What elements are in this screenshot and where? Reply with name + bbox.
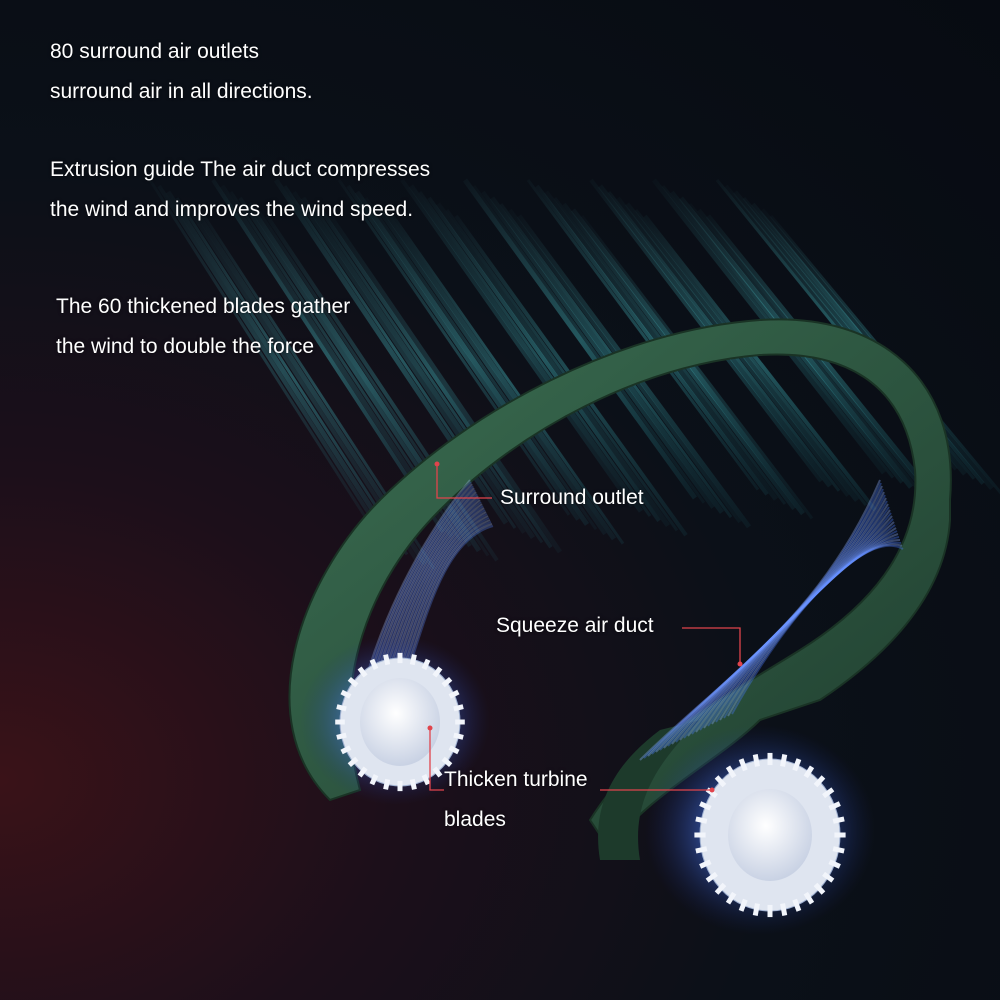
left-turbine xyxy=(300,635,490,805)
callout-squeeze-air-duct: Squeeze air duct xyxy=(496,614,654,637)
turbine-leader-left xyxy=(429,728,444,791)
caption-air-outlets-line1: 80 surround air outlets xyxy=(50,40,259,63)
callout-turbine-line2: blades xyxy=(444,808,506,831)
callout-turbine-blades: Thicken turbine blades xyxy=(444,760,588,840)
callout-surround-outlet: Surround outlet xyxy=(500,486,644,509)
caption-extrusion-line1: Extrusion guide The air duct compresses xyxy=(50,158,431,181)
caption-blades-line2: the wind to double the force xyxy=(56,335,315,358)
caption-thickened-blades: The 60 thickened blades gather the wind … xyxy=(56,287,350,367)
neckband xyxy=(288,318,952,860)
caption-air-outlets: 80 surround air outlets surround air in … xyxy=(50,32,313,112)
callout-turbine-line1: Thicken turbine xyxy=(444,768,588,791)
callout-leaders xyxy=(427,461,743,793)
squeeze-duct-leader xyxy=(682,627,741,664)
surround-outlet-leader xyxy=(436,464,492,499)
caption-air-outlets-line2: surround air in all directions. xyxy=(50,80,313,103)
caption-blades-line1: The 60 thickened blades gather xyxy=(56,295,351,318)
right-turbine xyxy=(645,725,875,935)
caption-extrusion-line2: the wind and improves the wind speed. xyxy=(50,198,414,221)
caption-extrusion-guide: Extrusion guide The air duct compresses … xyxy=(50,150,430,230)
